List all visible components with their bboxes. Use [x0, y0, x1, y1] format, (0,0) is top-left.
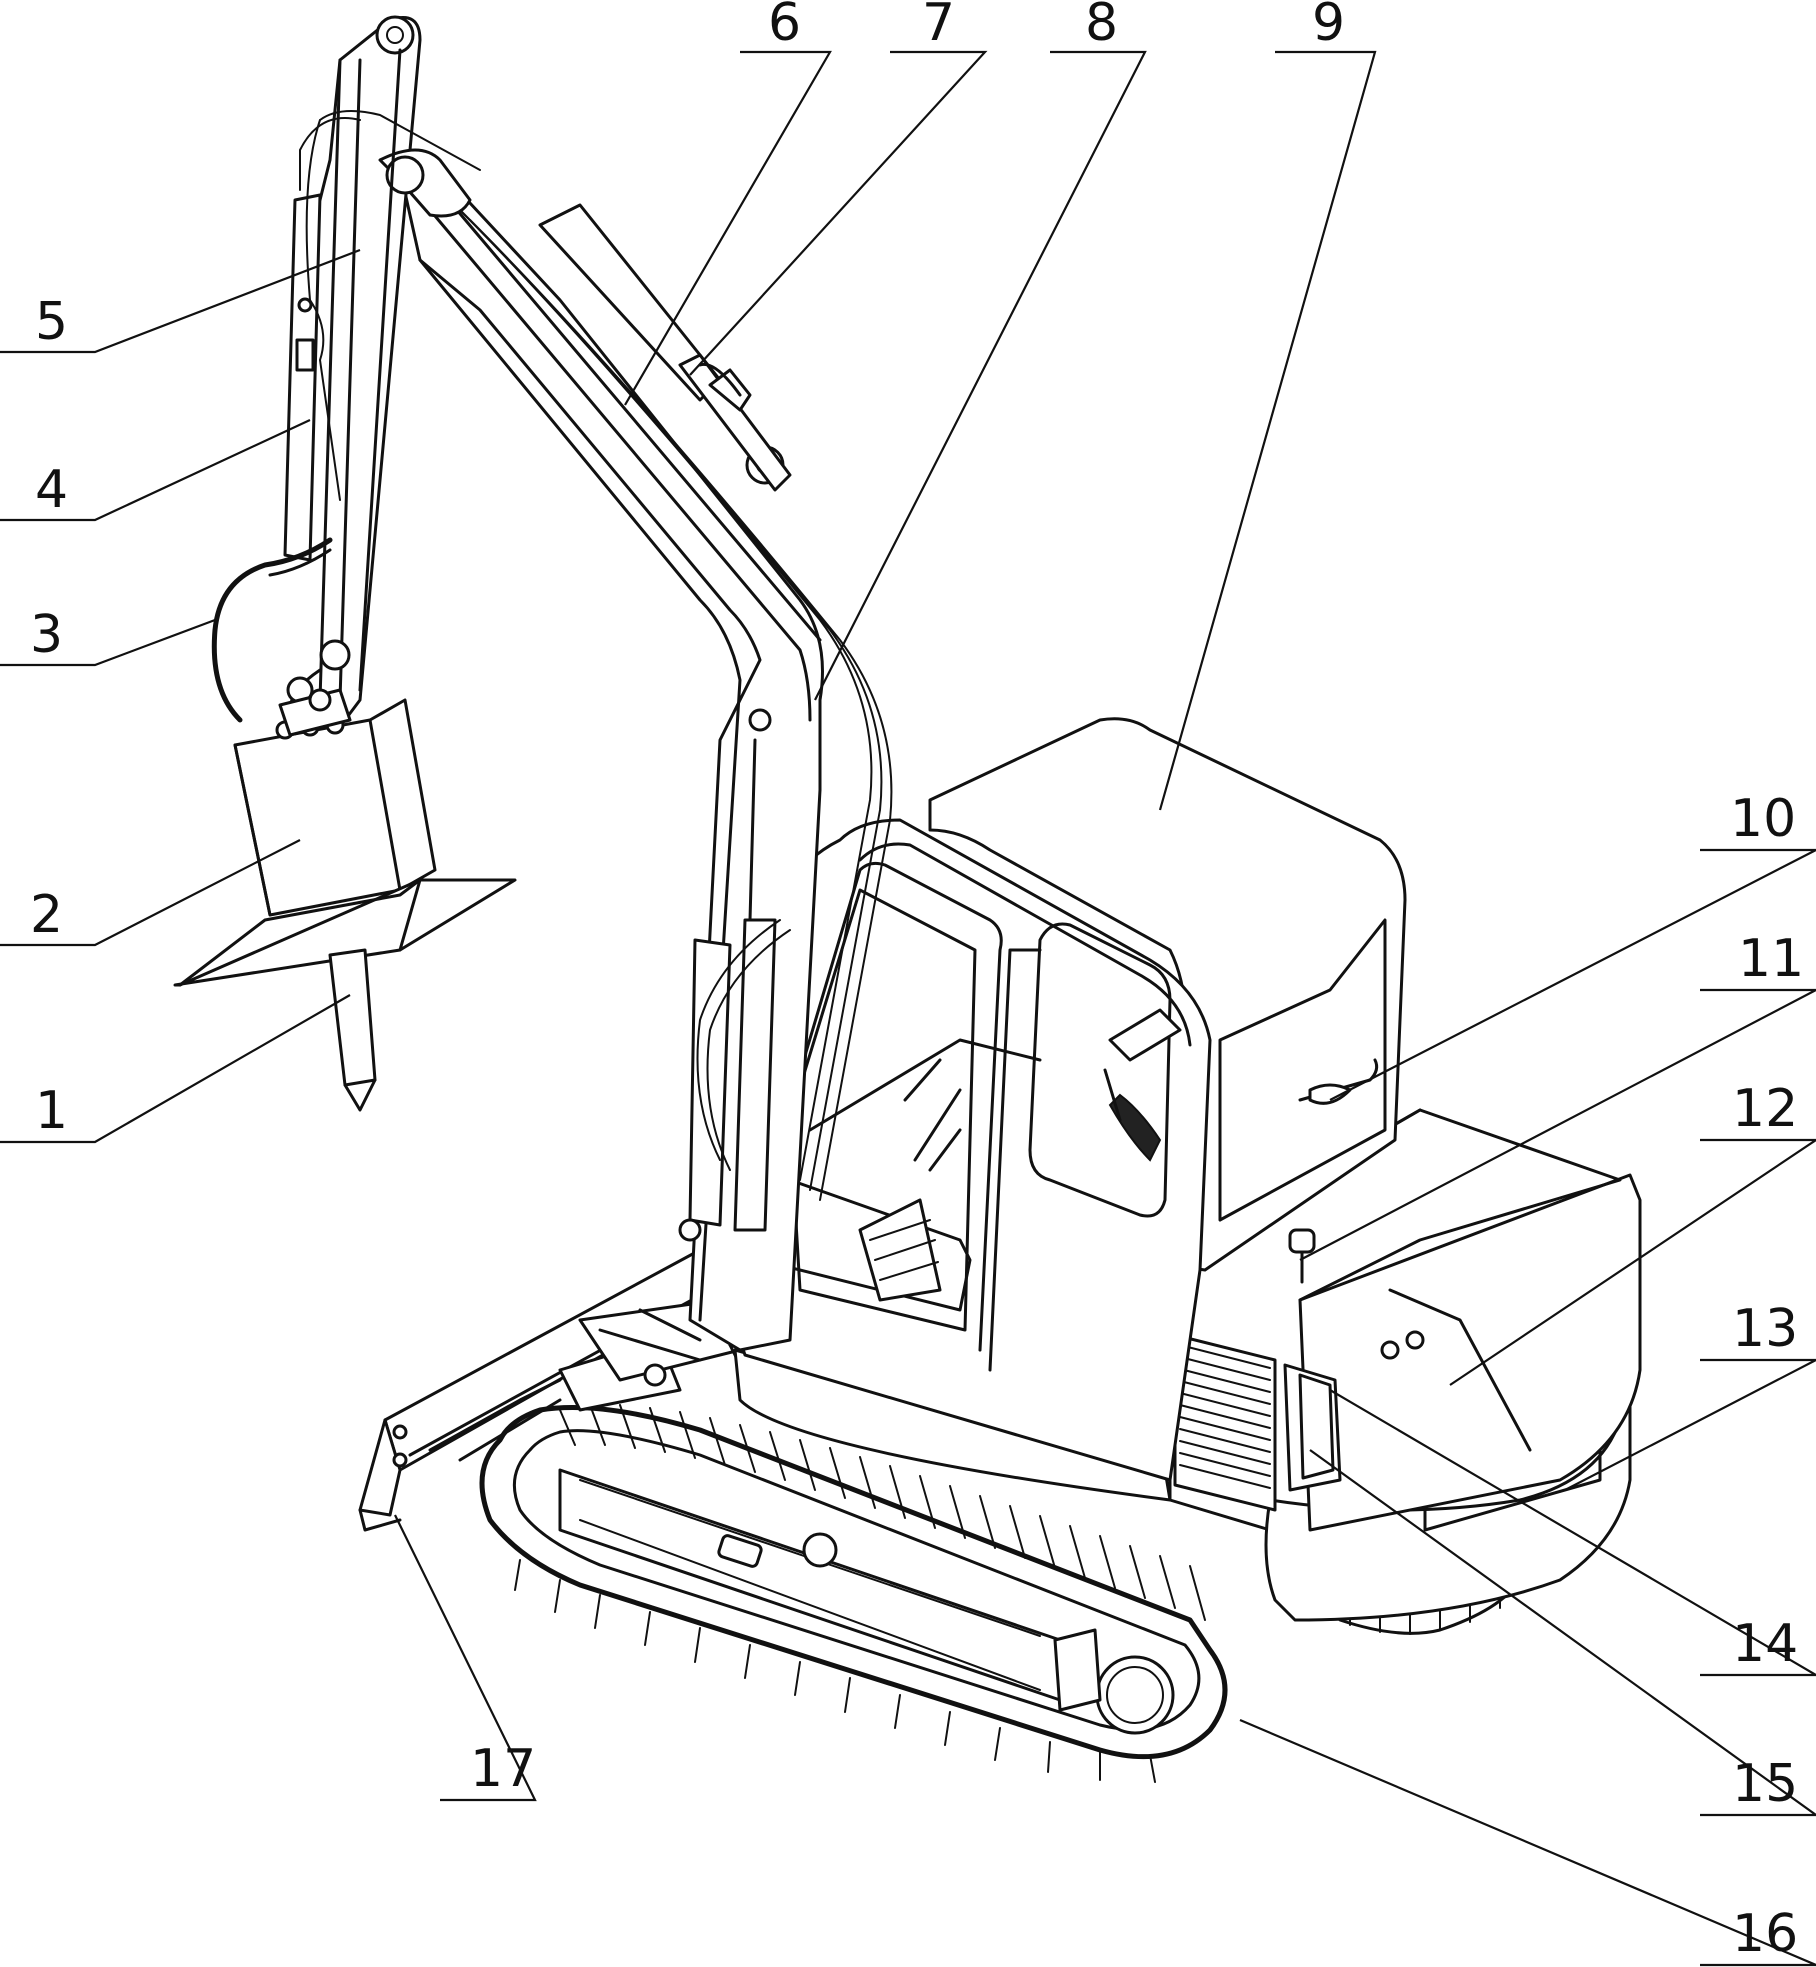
label-10: 10: [1730, 789, 1796, 849]
hydraulic-breaker: [173, 688, 517, 1112]
label-9: 9: [1312, 0, 1345, 53]
operator-cab: [738, 717, 1407, 1482]
label-3: 3: [30, 605, 63, 665]
label-1: 1: [35, 1081, 68, 1141]
label-4: 4: [35, 460, 68, 520]
label-2: 2: [30, 885, 63, 945]
stick-arm: [211, 15, 481, 723]
label-7: 7: [922, 0, 955, 53]
label-12: 12: [1732, 1079, 1798, 1139]
label-8: 8: [1085, 0, 1118, 53]
label-17: 17: [470, 1739, 536, 1799]
label-6: 6: [768, 0, 801, 53]
part-labels: 1 2 3 4 5 6 7 8 9 10 11 12 13 14 15 16 1…: [30, 0, 1804, 1964]
crawler-track: [479, 1404, 1522, 1783]
label-15: 15: [1732, 1754, 1798, 1814]
dozer-blade: [358, 1248, 712, 1532]
label-5: 5: [35, 292, 68, 352]
leader-lines: [0, 50, 1816, 1967]
label-16: 16: [1732, 1904, 1798, 1964]
label-13: 13: [1732, 1299, 1798, 1359]
boom: [398, 158, 893, 1352]
label-11: 11: [1738, 929, 1804, 989]
label-14: 14: [1732, 1614, 1798, 1674]
